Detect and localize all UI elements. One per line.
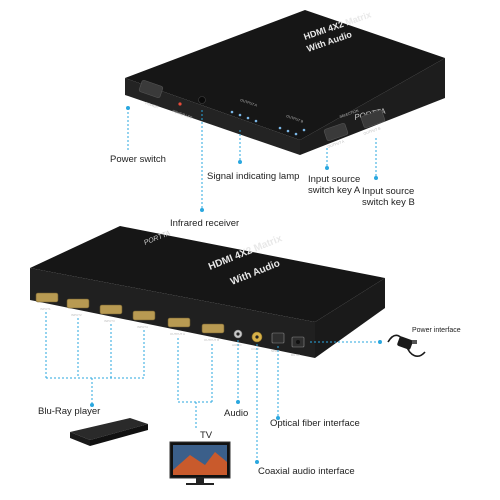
port-label-input2: INPUT2: [71, 313, 82, 317]
port-label-dc: DC 5V: [291, 353, 300, 357]
port-label-input3: INPUT3: [104, 319, 115, 323]
callout-infrared: Infrared receiver: [170, 218, 240, 229]
optical-port: [271, 332, 285, 344]
callout-bluray: Blu-Ray player: [38, 406, 101, 417]
key-a-label: OUTPUT A: [327, 139, 345, 149]
callout-input-a-line1: Input source: [308, 174, 361, 185]
port-label-output-b: OUTPUT B: [204, 338, 219, 342]
bottom-device-front-face: [30, 268, 315, 358]
tv-image: [169, 441, 231, 485]
port-label-input1: INPUT1: [40, 307, 51, 311]
callout-input-b-line1: Input source: [362, 186, 415, 197]
power-adapter: [387, 334, 426, 357]
callout-signal-lamp: Signal indicating lamp: [207, 171, 300, 182]
top-callout-lines: [127, 108, 377, 210]
port-label-input4: INPUT4: [137, 325, 148, 329]
callout-audio: Audio: [224, 408, 249, 419]
selection-label: SELECTION: [339, 109, 360, 119]
port-label-output-a: OUTPUT A: [170, 332, 185, 336]
hdmi-output-a: [167, 317, 191, 328]
output-b-label: OUTPUT B: [286, 114, 305, 124]
port-label-spdif: SPDIF: [271, 349, 280, 353]
callout-power-interface: Power interface: [412, 327, 461, 334]
power-led: [178, 102, 182, 106]
hdmi-input-1: [35, 292, 59, 303]
hdmi-input-4: [132, 310, 156, 321]
bottom-callout-dots: [90, 340, 382, 464]
power-led-label: POWER LED: [172, 109, 194, 120]
callout-input-a-line2: switch key A: [308, 185, 361, 196]
hdmi-input-3: [99, 304, 123, 315]
port-label-coax: COAX: [251, 347, 260, 351]
power-label: POWER: [145, 101, 159, 109]
bottom-device-side-face: [315, 278, 385, 358]
ir-receiver: [198, 96, 206, 104]
callout-power-switch: Power switch: [110, 154, 166, 165]
key-b-label: OUTPUT B: [363, 126, 382, 136]
switch-key-a[interactable]: [323, 122, 349, 142]
callout-input-b-line2: switch key B: [362, 197, 415, 208]
output-a-lamps: [230, 110, 258, 123]
hdmi-output-b: [201, 323, 225, 334]
bottom-callout-lines: [45, 312, 380, 462]
callout-optical: Optical fiber interface: [270, 418, 360, 429]
callout-tv: TV: [200, 430, 213, 441]
hdmi-input-2: [66, 298, 90, 309]
bluray-player-image: [70, 418, 148, 446]
bottom-device: HDMI 4X2 Matrix With Audio PORTTA INPUT1…: [30, 226, 385, 358]
callout-input-b: Input source switch key B: [362, 186, 415, 208]
callout-input-a: Input source switch key A: [308, 174, 360, 196]
top-callout-dots: [126, 106, 378, 212]
bottom-device-top-surface: [30, 226, 385, 322]
output-b-lamps: [278, 126, 306, 136]
callout-coaxial: Coaxial audio interface: [258, 466, 355, 477]
output-a-label: OUTPUT A: [240, 98, 258, 108]
top-device-front-face: [125, 78, 300, 155]
switch-key-b[interactable]: [360, 109, 386, 129]
power-button[interactable]: [138, 79, 164, 99]
top-device: HDMI 4X2 Matrix With Audio PORTTA POWER …: [125, 9, 445, 155]
port-label-audio: AUDIO: [232, 343, 242, 347]
top-device-top-surface: [125, 10, 445, 140]
